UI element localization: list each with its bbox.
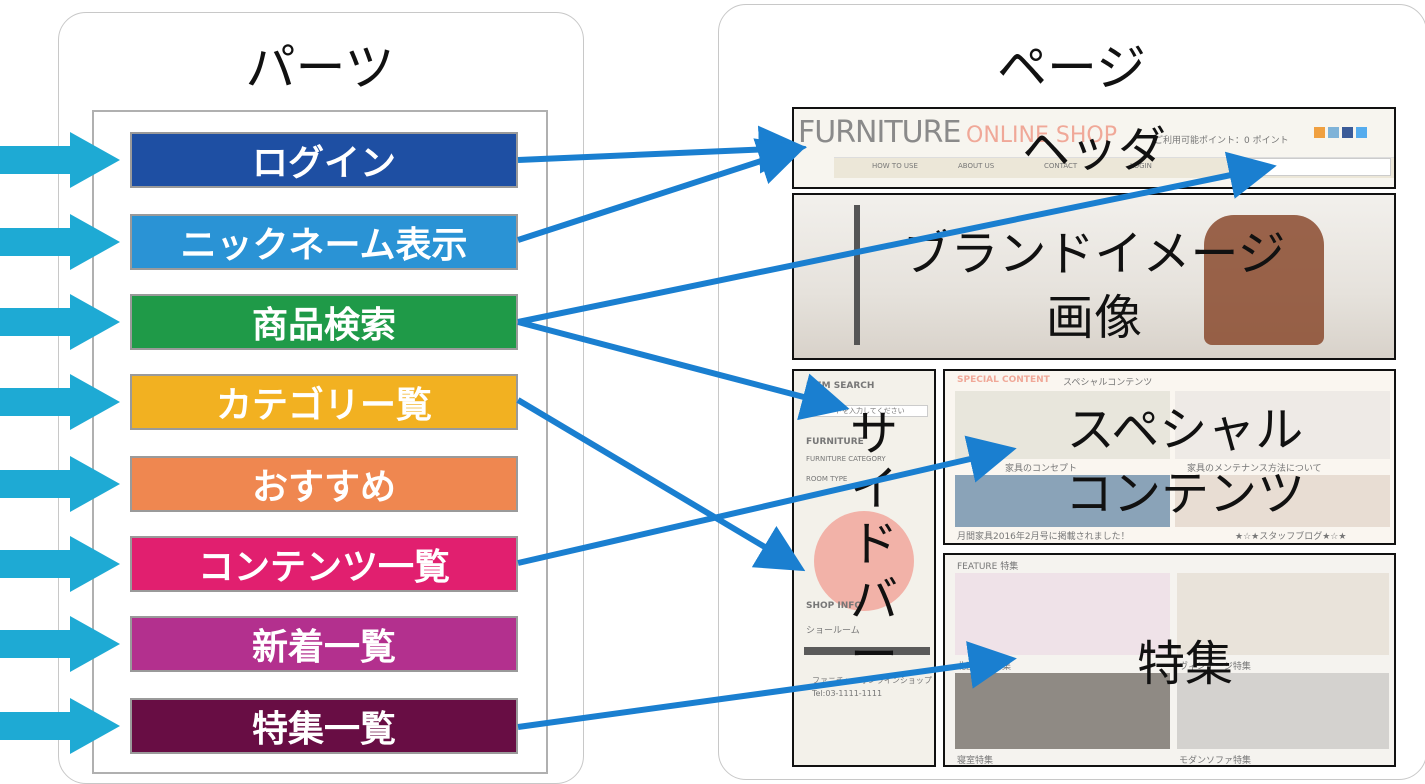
social-icons <box>1314 127 1372 143</box>
feature-caption-4: モダンソファ特集 <box>1179 756 1252 766</box>
facebook-icon <box>1342 127 1353 138</box>
parts-panel-title: パーツ <box>245 39 395 97</box>
part-item: おすすめ <box>130 456 518 512</box>
feature-caption-3: 寝室特集 <box>957 756 994 766</box>
item-search-heading: ITEM SEARCH <box>806 381 875 391</box>
special-label-line1: スペシャル <box>1066 402 1304 458</box>
part-item: コンテンツ一覧 <box>130 536 518 592</box>
special-photo-2 <box>1175 391 1390 459</box>
shop-tel: Tel:03-1111-1111 <box>812 689 883 698</box>
special-photo-4 <box>1175 475 1390 527</box>
header-label: ヘッダ <box>1021 122 1166 178</box>
lamp-shape <box>854 205 860 345</box>
special-caption-3: 月間家具2016年2月号に掲載されました！ <box>957 532 1130 542</box>
special-caption-2: 家具のメンテナンス方法について <box>1187 464 1322 474</box>
feature-photo-4 <box>1177 673 1389 749</box>
twitter-icon <box>1356 127 1367 138</box>
points-text: ご利用可能ポイント：0 ポイント <box>1154 136 1289 146</box>
special-caption-1: 家具のコンセプト <box>1005 464 1078 474</box>
feature-block: FEATURE 特集 北欧家具特集 ヴィンテージ特集 寝室特集 モダンソファ特集… <box>943 553 1396 767</box>
sidebar-block: ITEM SEARCH キーワードを入力してください FURNITURE FUR… <box>792 369 936 767</box>
header-block: FURNITURE ONLINE SHOP ご利用可能ポイント：0 ポイント H… <box>792 107 1396 189</box>
part-item: 商品検索 <box>130 294 518 350</box>
special-label-line2: コンテンツ <box>1064 466 1305 522</box>
shop-info-heading: SHOP INFO <box>806 601 863 611</box>
logo-text: FURNITURE <box>798 115 961 150</box>
part-item: 特集一覧 <box>130 698 518 754</box>
shop-map-bar <box>804 647 930 655</box>
showroom-label: ショールーム <box>806 626 860 636</box>
feature-photo-2 <box>1177 573 1389 655</box>
part-item: 新着一覧 <box>130 616 518 672</box>
feature-caption-1: 北欧家具特集 <box>957 662 1012 672</box>
part-item: カテゴリー覧 <box>130 374 518 430</box>
special-heading-jp: スペシャルコンテンツ <box>1063 378 1153 388</box>
feature-heading: FEATURE 特集 <box>957 562 1019 572</box>
feature-caption-2: ヴィンテージ特集 <box>1179 662 1251 672</box>
part-item: ログイン <box>130 132 518 188</box>
feature-label: 特集 <box>1136 636 1233 692</box>
header-nav-item: ABOUT US <box>958 162 995 170</box>
logo-sub-text: ONLINE SHOP <box>966 123 1117 148</box>
brand-image-block: ブランドイメージ 画像 <box>792 193 1396 360</box>
special-caption-4: ★☆★スタッフブログ★☆★ <box>1235 532 1347 542</box>
header-search-box <box>1249 158 1391 176</box>
room-type: ROOM TYPE <box>806 475 848 483</box>
furniture-heading: FURNITURE <box>806 437 864 447</box>
brand-label-line1: ブランドイメージ <box>902 226 1286 282</box>
page-panel-title: ページ <box>997 39 1146 97</box>
special-heading: SPECIAL CONTENT <box>957 375 1050 385</box>
mail-icon <box>1328 127 1339 138</box>
sidebar-label: サイドバー <box>849 406 898 683</box>
brand-label-line2: 画像 <box>1045 290 1142 346</box>
special-content-block: SPECIAL CONTENT スペシャルコンテンツ 家具のコンセプト 家具のメ… <box>943 369 1396 545</box>
parts-frame <box>92 110 548 774</box>
header-nav-item: HOW TO USE <box>872 162 918 170</box>
rss-icon <box>1314 127 1325 138</box>
part-item: ニックネーム表示 <box>130 214 518 270</box>
